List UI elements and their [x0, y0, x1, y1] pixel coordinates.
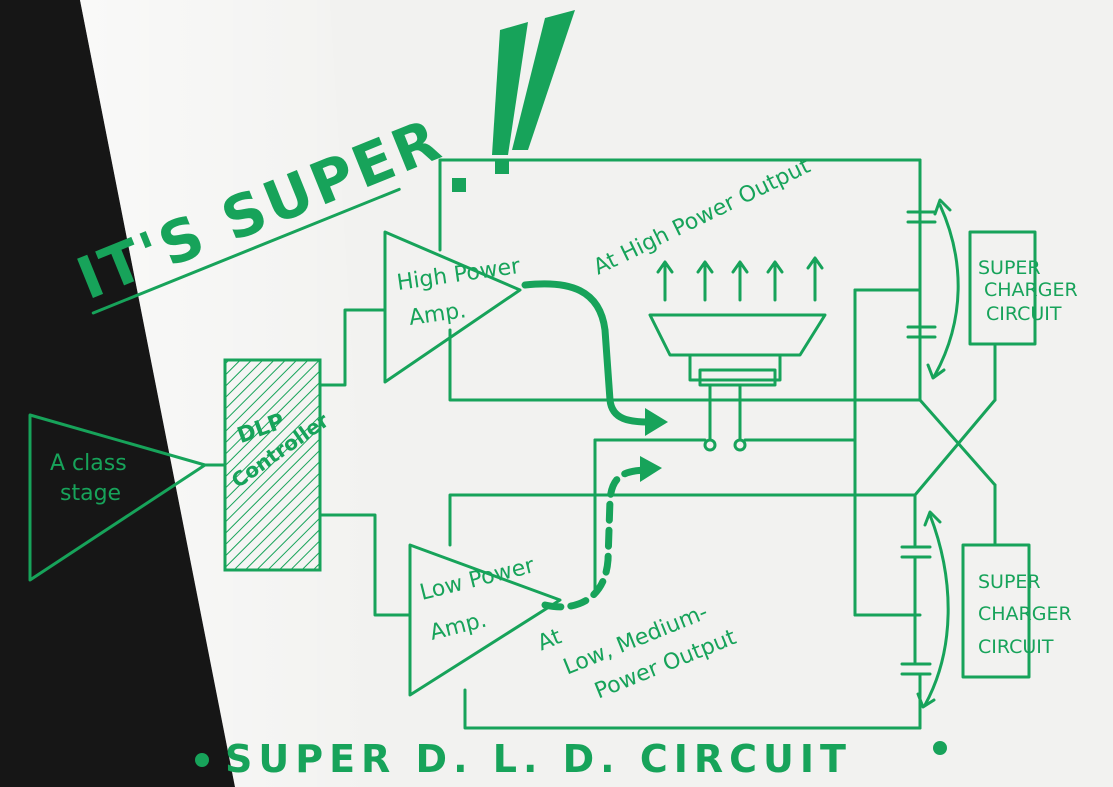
super-charger-top-line2: CHARGER [984, 279, 1078, 301]
dlp-controller-block: DLP Controller [223, 358, 333, 572]
sound-arrows [656, 256, 824, 302]
annotation-low-line1: At [534, 624, 565, 656]
annotation-high-power-output: At High Power Output [590, 154, 815, 281]
high-power-amp-line1: High Power [395, 254, 522, 296]
super-charger-top-line3: CIRCUIT [986, 303, 1062, 325]
footer-title: SUPER D. L. D. CIRCUIT [225, 737, 852, 781]
super-charger-top-block: SUPER CHARGER CIRCUIT [968, 230, 1078, 346]
high-power-amp-line2: Amp. [407, 298, 467, 331]
a-class-stage-line1: A class [50, 451, 127, 476]
dark-background-band [0, 0, 235, 787]
low-power-amp-line2: Amp. [427, 608, 489, 646]
low-power-current-arrow [541, 466, 654, 611]
super-charger-top-line1: SUPER [978, 257, 1041, 279]
super-charger-bottom-line2: CHARGER [978, 603, 1072, 625]
footer-dot-left [195, 753, 209, 767]
high-power-current-arrow [521, 280, 654, 426]
footer-dot-right [933, 741, 947, 755]
super-charger-bottom-line3: CIRCUIT [978, 636, 1054, 658]
a-class-stage-block: A class stage [28, 413, 207, 582]
annotation-low-medium-output: At Low, Medium- Power Output [534, 600, 740, 705]
speaker-icon [648, 313, 827, 452]
high-power-amp-block: High Power Amp. [383, 230, 523, 384]
super-charger-bottom-block: SUPER CHARGER CIRCUIT [961, 543, 1072, 679]
low-power-amp-block: Low Power Amp. [408, 543, 562, 697]
a-class-stage-line2: stage [60, 481, 121, 506]
low-power-amp-line1: Low Power [417, 553, 537, 606]
exclamation-marks [452, 10, 575, 192]
super-charger-bottom-line1: SUPER [978, 571, 1041, 593]
